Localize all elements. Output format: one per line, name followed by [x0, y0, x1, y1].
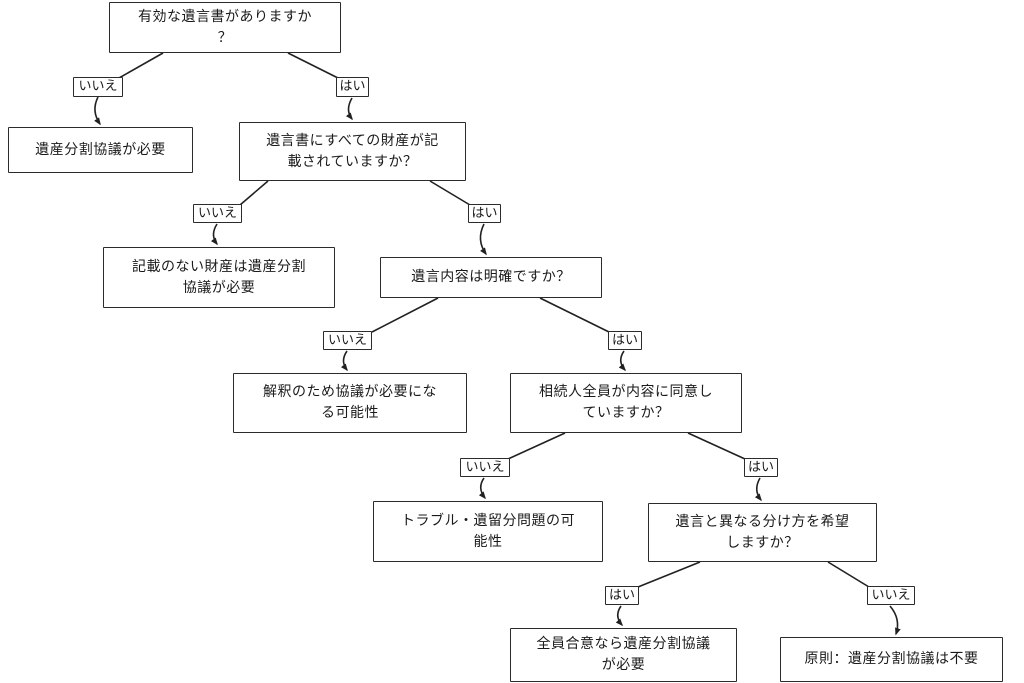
- edge-line: [687, 432, 746, 460]
- edge-arrow: [618, 350, 626, 372]
- edge-arrow: [94, 96, 101, 126]
- edge-label-no: いいえ: [193, 204, 242, 223]
- edge-arrow: [615, 605, 623, 627]
- edge-arrow: [754, 477, 762, 502]
- node-q5-want-different-split: 遺言と異なる分け方を希望 しますか？: [648, 503, 877, 562]
- edge-line: [118, 52, 164, 79]
- node-result-division-not-needed: 原則：遺産分割協議は不要: [780, 637, 1003, 682]
- edge-line: [539, 297, 610, 333]
- node-q2-all-assets-listed: 遺言書にすべての財産が記 載されていますか？: [239, 122, 466, 181]
- node-result-trouble-iryubun: トラブル・遺留分問題の可 能性: [373, 501, 603, 562]
- node-result-division-if-all-agree: 全員合意なら遺産分割協議 が必要: [510, 628, 737, 682]
- edge-label-yes: はい: [605, 586, 639, 605]
- edge-arrow: [479, 223, 487, 256]
- edge-line: [239, 180, 269, 206]
- edge-line: [827, 561, 870, 588]
- edge-label-yes: はい: [608, 331, 642, 350]
- edge-arrow: [889, 605, 901, 636]
- edge-line: [429, 180, 471, 206]
- node-q4-all-heirs-agree: 相続人全員が内容に同意し ていますか？: [510, 373, 742, 433]
- node-result-division-needed: 遺産分割協議が必要: [8, 127, 193, 173]
- edge-line: [507, 432, 566, 460]
- edge-label-yes: はい: [336, 77, 369, 97]
- edge-arrow: [345, 97, 353, 121]
- edge-line: [637, 561, 701, 588]
- edge-label-no: いいえ: [73, 77, 123, 97]
- edge-label-no: いいえ: [867, 586, 915, 605]
- edge-label-yes: はい: [468, 204, 501, 223]
- node-q1-valid-will: 有効な遺言書がありますか ？: [109, 2, 341, 53]
- edge-label-yes: はい: [744, 458, 778, 477]
- edge-label-no: いいえ: [460, 458, 510, 477]
- edge-label-no: いいえ: [323, 331, 372, 350]
- edge-arrow: [340, 350, 348, 372]
- edge-arrow: [210, 223, 218, 246]
- edge-line: [371, 297, 439, 333]
- edge-line: [287, 52, 339, 79]
- node-result-unlisted-assets-division: 記載のない財産は遺産分割 協議が必要: [103, 247, 335, 308]
- node-q3-content-clear: 遺言内容は明確ですか？: [380, 257, 602, 298]
- node-result-interpretation-discussion: 解釈のため協議が必要にな る可能性: [233, 373, 467, 433]
- edge-arrow: [478, 477, 486, 500]
